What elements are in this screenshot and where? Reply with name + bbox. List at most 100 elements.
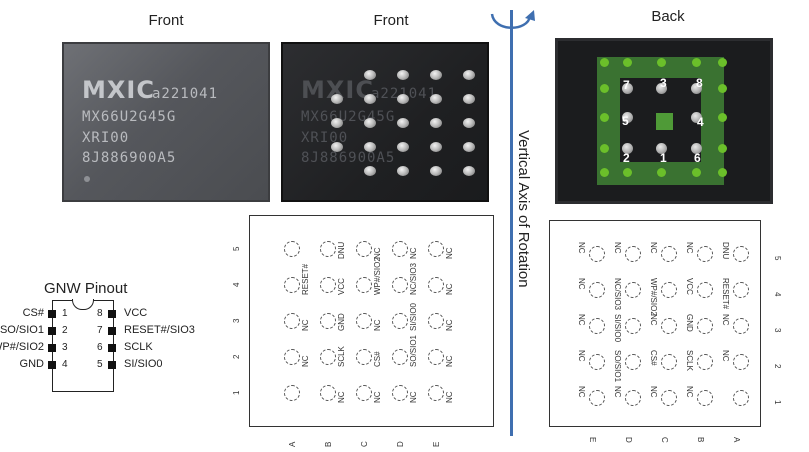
pin-name: VCC <box>124 307 148 319</box>
ball-label: NC <box>685 242 694 254</box>
ring-pad <box>718 58 727 67</box>
ring-pad <box>692 58 701 67</box>
solder-ball <box>430 94 442 104</box>
ball-label: NC <box>445 247 454 259</box>
pin-name: SO/SIO1 <box>0 324 44 336</box>
ball-label: CS# <box>649 350 658 366</box>
solder-ball <box>622 143 633 154</box>
pin-number: 3 <box>62 342 68 353</box>
row-label: 3 <box>773 328 782 333</box>
pin-name: WP#/SIO2 <box>0 341 44 353</box>
solder-ball <box>397 166 409 176</box>
back-pin-label: 2 <box>623 151 630 165</box>
column-label: D <box>396 441 405 447</box>
ball-label: NC <box>685 386 694 398</box>
pin-number: 8 <box>97 308 103 319</box>
ring-pad <box>657 58 666 67</box>
ball-pad <box>356 385 372 401</box>
solder-ball <box>691 112 702 123</box>
ring-pad <box>657 168 666 177</box>
ball-pad <box>625 318 641 334</box>
solder-ball <box>397 118 409 128</box>
back-pin-label: 1 <box>660 151 667 165</box>
rotation-axis-line <box>510 10 513 436</box>
row-label: 1 <box>232 390 241 395</box>
pin1-dot <box>84 176 90 182</box>
pin-marker <box>108 310 116 318</box>
pin-marker <box>108 344 116 352</box>
solder-ball <box>364 70 376 80</box>
column-label: B <box>324 441 333 447</box>
ball-label: VCC <box>685 278 694 295</box>
ball-label: NC <box>577 350 586 362</box>
ball-label: WP#/SIO2 <box>373 257 382 295</box>
ball-pad <box>589 282 605 298</box>
ball-label: NC <box>577 314 586 326</box>
ball-pad <box>589 390 605 406</box>
solder-ball <box>364 142 376 152</box>
solder-ball <box>397 94 409 104</box>
ball-pad <box>625 246 641 262</box>
solder-ball <box>463 166 475 176</box>
ball-pad <box>284 241 300 257</box>
pin-name: SI/SIO0 <box>124 358 163 370</box>
row-label: 2 <box>773 364 782 369</box>
ball-label: NC <box>577 278 586 290</box>
back-pin-label: 7 <box>623 78 630 92</box>
ball-label: RESET# <box>721 278 730 310</box>
chip-logo: MXIC <box>82 76 155 104</box>
ball-label: NC <box>337 391 346 403</box>
pin-marker <box>48 361 56 369</box>
column-label: B <box>696 437 705 443</box>
back-ball-grid <box>549 220 761 427</box>
pin-number: 4 <box>62 359 68 370</box>
back-pin-label: 5 <box>622 114 629 128</box>
chip-marking-line1: a221041 <box>152 86 219 102</box>
ball-pad <box>733 318 749 334</box>
pin-marker <box>108 361 116 369</box>
ball-pad <box>697 246 713 262</box>
ball-pad <box>320 277 336 293</box>
solder-ball <box>331 142 343 152</box>
pin-number: 6 <box>97 342 103 353</box>
pin-number: 2 <box>62 325 68 336</box>
back-pin-label: 6 <box>694 151 701 165</box>
ball-pad <box>697 390 713 406</box>
solder-ball <box>364 118 376 128</box>
chip-front-photo-overlay: MXIC a221041 MX66U2G45G XRI00 8J886900A5 <box>281 42 489 202</box>
solder-ball <box>622 112 633 123</box>
ball-pad <box>356 241 372 257</box>
solder-ball <box>463 118 475 128</box>
ball-label: WP#/SIO2 <box>649 278 658 316</box>
ball-pad <box>589 246 605 262</box>
pin-number: 5 <box>97 359 103 370</box>
solder-ball <box>430 166 442 176</box>
ball-label: NC <box>445 319 454 331</box>
pin-name: SCLK <box>124 341 153 353</box>
ball-label: SCLK <box>685 350 694 371</box>
pin-name: RESET#/SIO3 <box>124 324 195 336</box>
ball-pad <box>284 385 300 401</box>
pin-marker <box>48 344 56 352</box>
solder-ball <box>691 83 702 94</box>
pinout-title: GNW Pinout <box>44 280 128 297</box>
ball-label: NC <box>649 314 658 326</box>
back-caption: Back <box>651 8 685 25</box>
ball-label: NC <box>409 391 418 403</box>
ball-label: SCLK <box>337 346 346 367</box>
ball-pad <box>661 246 677 262</box>
ball-label: SO/SIO1 <box>409 334 418 367</box>
chip-marking-line2: MX66U2G45G <box>82 109 177 125</box>
ball-pad <box>661 390 677 406</box>
ring-pad <box>718 84 727 93</box>
ball-pad <box>428 277 444 293</box>
solder-ball <box>656 143 667 154</box>
ball-label: NC <box>613 386 622 398</box>
solder-ball <box>463 94 475 104</box>
ball-pad <box>733 246 749 262</box>
ball-pad <box>392 277 408 293</box>
chip-marking-line4-dim: 8J886900A5 <box>301 150 396 166</box>
back-pin-label: 3 <box>660 76 667 90</box>
row-label: 5 <box>773 256 782 261</box>
ball-label: NC <box>301 319 310 331</box>
